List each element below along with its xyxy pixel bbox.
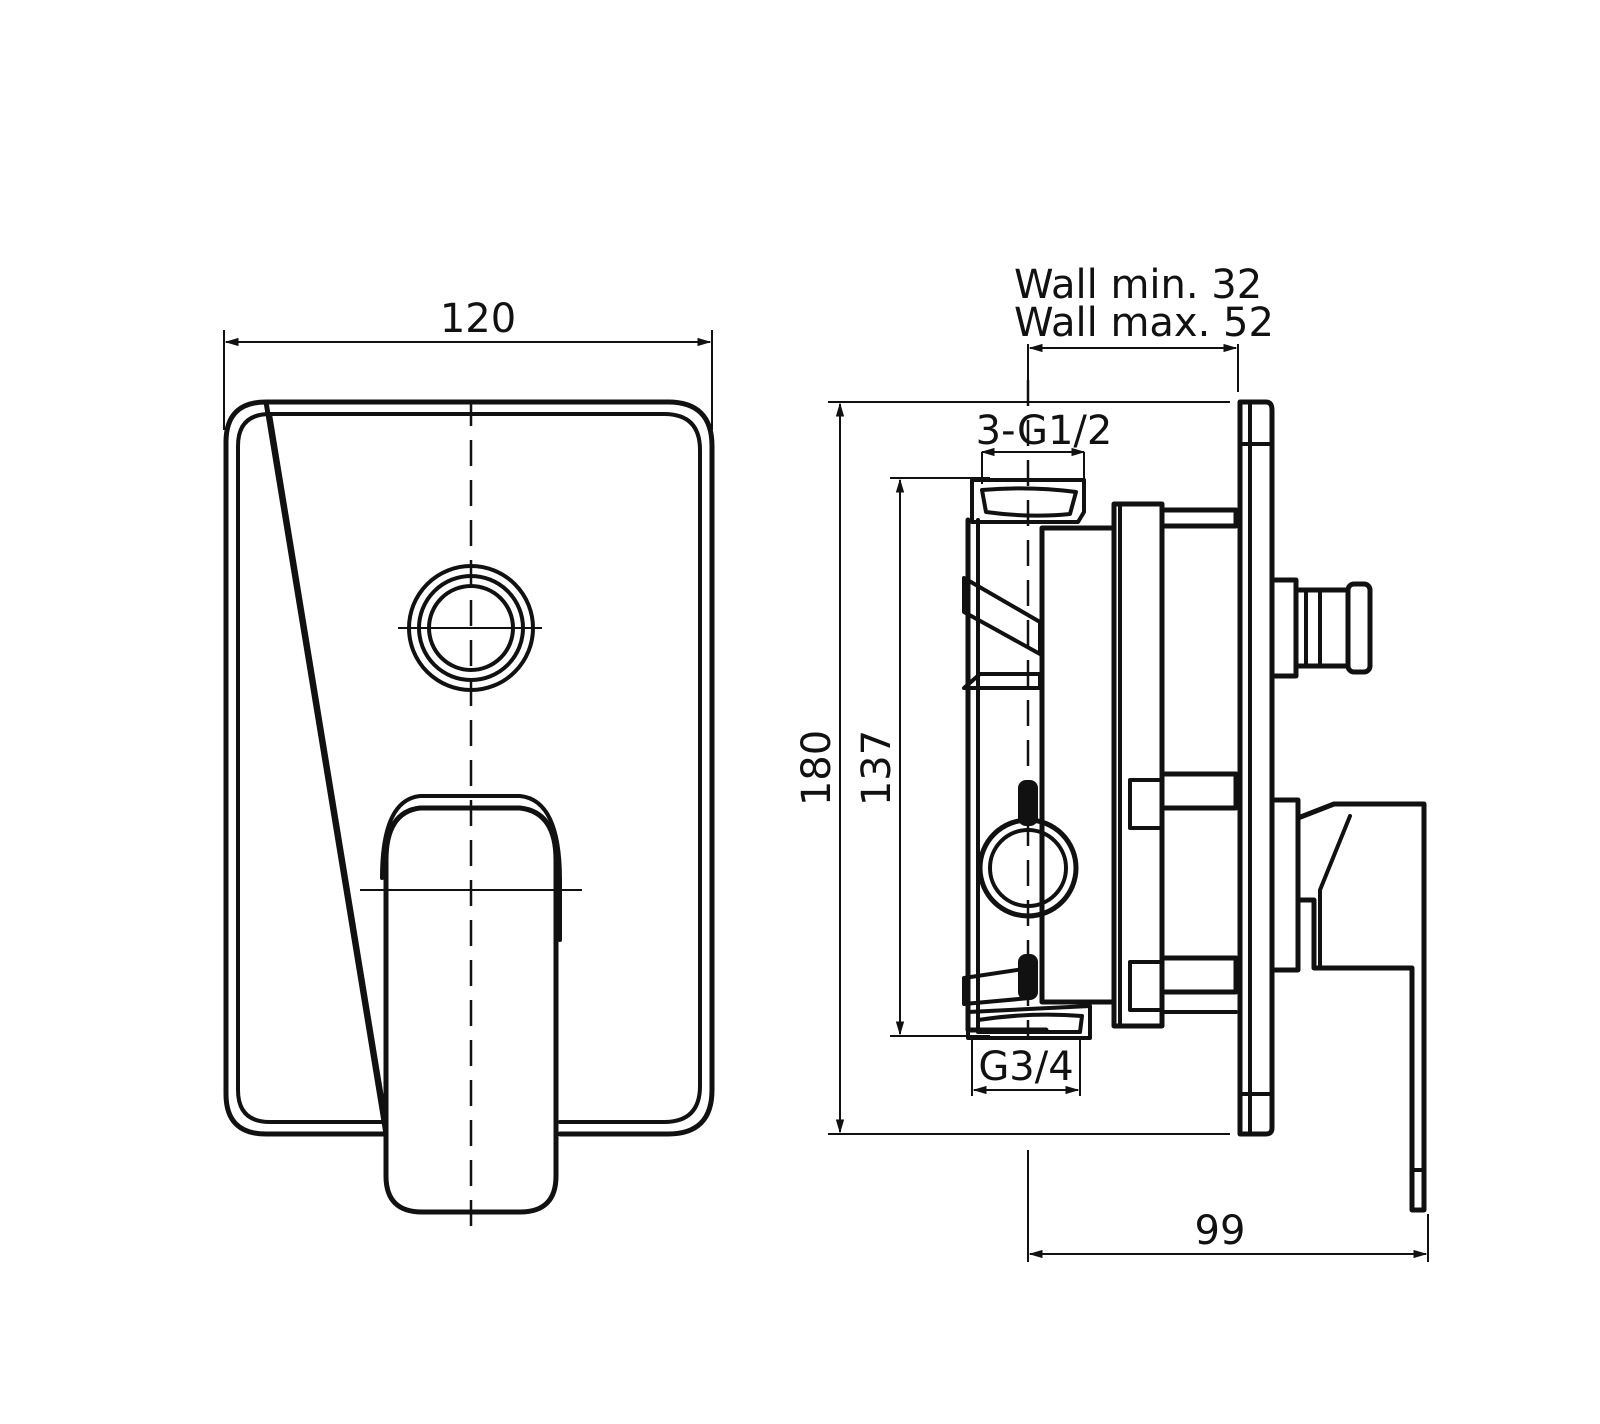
front-view: 120 [223, 296, 715, 1236]
cover-plate [223, 399, 715, 1137]
side-view: Wall min. 32 Wall max. 52 3-G1/2 180 137 [794, 262, 1429, 1262]
wall-dimension: Wall min. 32 Wall max. 52 [1014, 262, 1274, 392]
side-diverter-button [1269, 577, 1373, 679]
inlet-thread-dimension: G3/4 [971, 1040, 1081, 1096]
wall-max-label: Wall max. 52 [1014, 300, 1274, 346]
width-dimension: 120 [223, 296, 713, 430]
outlet-thread-dimension: 3-G1/2 [976, 408, 1113, 484]
overall-height-label: 180 [794, 730, 840, 806]
depth-dimension-label: 99 [1195, 1208, 1246, 1254]
width-dimension-label: 120 [440, 296, 516, 342]
side-cover-plate [1237, 399, 1275, 1137]
outlet-thread-label: 3-G1/2 [976, 408, 1113, 454]
valve-body [962, 478, 1239, 1040]
wall-min-label: Wall min. 32 [1014, 262, 1262, 308]
body-height-label: 137 [854, 730, 900, 806]
inlet-thread-label: G3/4 [978, 1044, 1073, 1090]
cover-plate-inner [236, 412, 702, 1124]
side-lever-handle [1269, 797, 1427, 1213]
depth-dimension: 99 [1027, 1150, 1429, 1262]
